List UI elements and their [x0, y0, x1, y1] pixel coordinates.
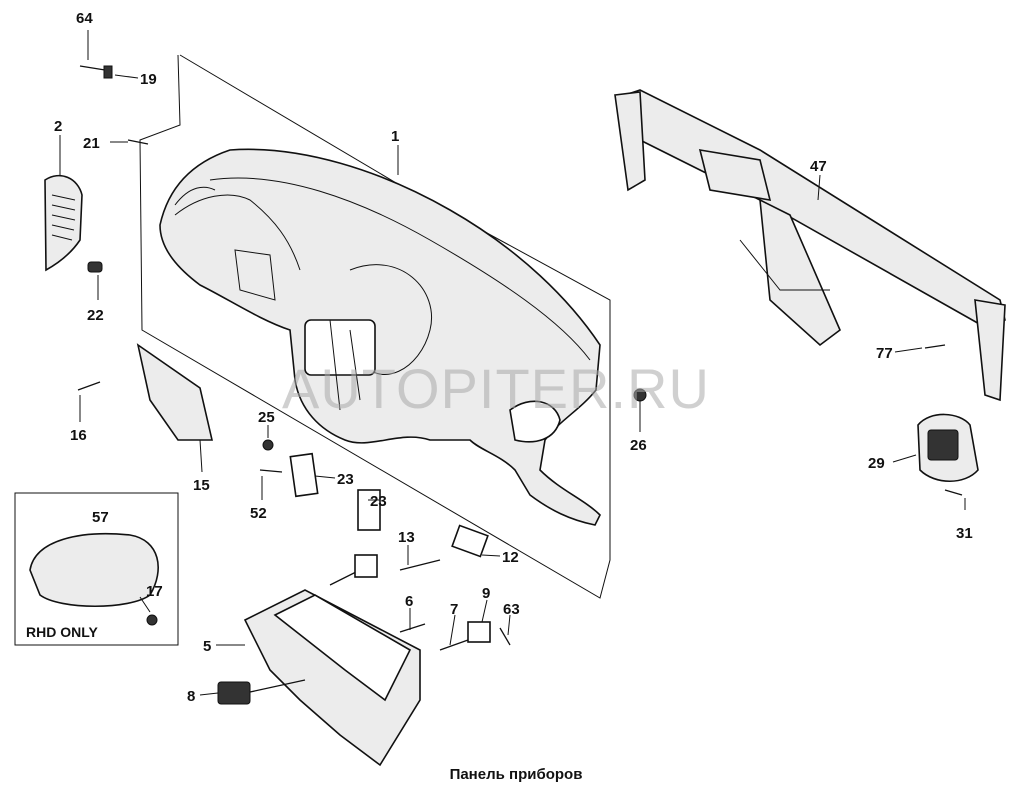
- callout-8: 8: [187, 688, 195, 705]
- callout-25: 25: [258, 409, 275, 426]
- callout-12: 12: [502, 549, 519, 566]
- side-vent-part: [44, 174, 83, 272]
- callout-23a: 23: [337, 471, 354, 488]
- lower-trim-part: [136, 343, 214, 441]
- watermark: AUTOPITER.RU: [282, 357, 710, 420]
- rhd-only-note: RHD ONLY: [26, 624, 98, 640]
- callout-2: 2: [54, 118, 62, 135]
- leader-lines: [59, 30, 966, 696]
- callout-9: 9: [482, 585, 490, 602]
- callout-64: 64: [76, 10, 93, 27]
- callout-15: 15: [193, 477, 210, 494]
- callout-52: 52: [250, 505, 267, 522]
- callout-6: 6: [405, 593, 413, 610]
- callout-1: 1: [391, 128, 399, 145]
- callout-77: 77: [876, 345, 893, 362]
- callout-19: 19: [140, 71, 157, 88]
- callout-21: 21: [83, 135, 100, 152]
- callout-29: 29: [868, 455, 885, 472]
- callout-17: 17: [146, 583, 163, 600]
- glove-box-part: [217, 589, 421, 767]
- callout-26: 26: [630, 437, 647, 454]
- callout-63: 63: [503, 601, 520, 618]
- callout-57: 57: [92, 509, 109, 526]
- callout-23b: 23: [370, 493, 387, 510]
- callout-labels: 64 19 2 21 1 22 16 15 25 23 52 23 13 12 …: [54, 10, 973, 705]
- instrument-panel-part: [159, 148, 601, 526]
- callout-5: 5: [203, 638, 211, 655]
- relay-block-part: [917, 413, 979, 482]
- callout-47: 47: [810, 158, 827, 175]
- callout-7: 7: [450, 601, 458, 618]
- callout-31: 31: [956, 525, 973, 542]
- fasteners: [77, 65, 963, 651]
- cross-car-beam-part: [614, 89, 1006, 402]
- callout-16: 16: [70, 427, 87, 444]
- callout-13: 13: [398, 529, 415, 546]
- callout-22: 22: [87, 307, 104, 324]
- diagram-caption: Панель приборов: [449, 766, 583, 783]
- bracket-part: [289, 452, 381, 531]
- rhd-inset: [14, 492, 179, 646]
